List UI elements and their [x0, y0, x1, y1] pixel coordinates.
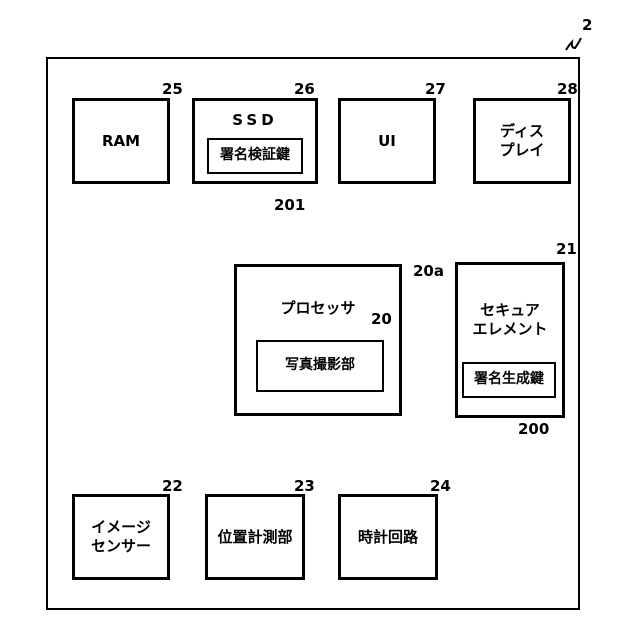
- ref-image-sensor: 22: [162, 477, 183, 495]
- secure-element-label: セキュア エレメント: [472, 301, 547, 339]
- clock-label: 時計回路: [358, 528, 418, 547]
- ref-secure: 21: [556, 240, 577, 258]
- ref-ram: 25: [162, 80, 183, 98]
- position-block: 位置計測部: [205, 494, 305, 580]
- secure-key-block: 署名生成鍵: [462, 362, 556, 398]
- ref-ui: 27: [425, 80, 446, 98]
- ui-block: UI: [338, 98, 436, 184]
- ssd-label: SSD: [232, 111, 277, 130]
- ref-photo: 20: [371, 310, 392, 328]
- photo-unit-block: 写真撮影部: [256, 340, 384, 392]
- ui-label: UI: [378, 132, 396, 151]
- secure-key-label: 署名生成鍵: [474, 371, 544, 389]
- position-label: 位置計測部: [217, 528, 292, 547]
- ref-ssd-key: 201: [274, 196, 305, 214]
- ref-secure-key: 200: [518, 420, 549, 438]
- ram-label: RAM: [102, 132, 140, 151]
- photo-unit-label: 写真撮影部: [285, 357, 355, 375]
- display-label: ディス プレイ: [499, 122, 544, 160]
- ref-device: 2: [582, 16, 592, 34]
- ram-block: RAM: [72, 98, 170, 184]
- display-block: ディス プレイ: [473, 98, 571, 184]
- ref-position: 23: [294, 477, 315, 495]
- image-sensor-block: イメージ センサー: [72, 494, 170, 580]
- ref-processor: 20a: [413, 262, 444, 280]
- image-sensor-label: イメージ センサー: [91, 518, 151, 556]
- ssd-key-label: 署名検証鍵: [220, 147, 290, 165]
- ref-ssd: 26: [294, 80, 315, 98]
- processor-label: プロセッサ: [280, 299, 355, 318]
- ref-display: 28: [557, 80, 578, 98]
- ssd-key-block: 署名検証鍵: [207, 138, 303, 174]
- ref-clock: 24: [430, 477, 451, 495]
- clock-block: 時計回路: [338, 494, 438, 580]
